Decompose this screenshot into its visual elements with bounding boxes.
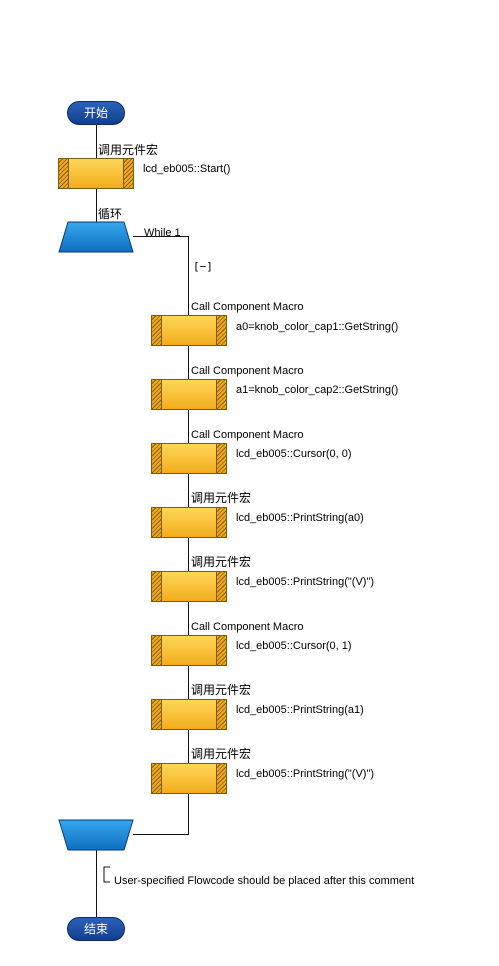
loop-end-block[interactable] xyxy=(58,819,134,851)
macro-header: 调用元件宏 xyxy=(98,143,159,157)
macro-stripe xyxy=(152,316,162,345)
macro-header: Call Component Macro xyxy=(191,621,304,633)
connector-line xyxy=(96,189,97,223)
macro-stripe xyxy=(152,636,162,665)
collapse-toggle[interactable]: [−] xyxy=(193,260,213,273)
macro-stripe xyxy=(152,764,162,793)
comment-bracket-icon xyxy=(103,866,110,883)
macro-stripe xyxy=(216,572,226,601)
macro-stripe xyxy=(216,444,226,473)
macro-block[interactable] xyxy=(151,443,227,474)
macro-stripe xyxy=(216,508,226,537)
macro-header: 调用元件宏 xyxy=(191,683,252,697)
macro-text: a0=knob_color_cap1::GetString() xyxy=(236,321,399,333)
macro-stripe xyxy=(216,380,226,409)
loop-entry-line xyxy=(133,236,189,237)
macro-text: lcd_eb005::PrintString(a0) xyxy=(236,512,364,524)
macro-stripe xyxy=(59,159,69,188)
macro-block-start[interactable] xyxy=(58,158,134,189)
macro-block[interactable] xyxy=(151,507,227,538)
loop-header: 循环 xyxy=(98,207,123,221)
macro-block[interactable] xyxy=(151,763,227,794)
macro-stripe xyxy=(152,508,162,537)
macro-block[interactable] xyxy=(151,315,227,346)
macro-text: lcd_eb005::Start() xyxy=(143,163,231,175)
start-label: 开始 xyxy=(83,106,108,120)
start-terminal[interactable]: 开始 xyxy=(67,101,125,125)
macro-text: a1=knob_color_cap2::GetString() xyxy=(236,384,399,396)
macro-text: lcd_eb005::PrintString("(V)") xyxy=(236,768,375,780)
comment-text[interactable]: User-specified Flowcode should be placed… xyxy=(114,875,415,887)
loop-condition: While 1 xyxy=(144,227,181,239)
end-terminal[interactable]: 结束 xyxy=(67,917,125,941)
macro-stripe xyxy=(152,700,162,729)
loop-start-block[interactable] xyxy=(58,221,134,253)
macro-block[interactable] xyxy=(151,571,227,602)
macro-text: lcd_eb005::Cursor(0, 0) xyxy=(236,448,352,460)
macro-header: 调用元件宏 xyxy=(191,555,252,569)
connector-line xyxy=(96,850,97,918)
macro-stripe xyxy=(152,444,162,473)
end-label: 结束 xyxy=(83,922,108,936)
macro-stripe xyxy=(216,764,226,793)
macro-block[interactable] xyxy=(151,699,227,730)
macro-block[interactable] xyxy=(151,635,227,666)
macro-text: lcd_eb005::PrintString(a1) xyxy=(236,704,364,716)
macro-stripe xyxy=(216,636,226,665)
macro-stripe xyxy=(216,700,226,729)
macro-header: 调用元件宏 xyxy=(191,747,252,761)
macro-stripe xyxy=(152,572,162,601)
macro-stripe xyxy=(216,316,226,345)
macro-header: Call Component Macro xyxy=(191,429,304,441)
macro-block[interactable] xyxy=(151,379,227,410)
macro-text: lcd_eb005::PrintString("(V)") xyxy=(236,576,375,588)
macro-text: lcd_eb005::Cursor(0, 1) xyxy=(236,640,352,652)
loop-exit-line xyxy=(133,834,189,835)
macro-header: 调用元件宏 xyxy=(191,491,252,505)
macro-stripe xyxy=(152,380,162,409)
macro-stripe xyxy=(123,159,133,188)
connector-line xyxy=(96,124,97,160)
macro-header: Call Component Macro xyxy=(191,301,304,313)
macro-header: Call Component Macro xyxy=(191,365,304,377)
